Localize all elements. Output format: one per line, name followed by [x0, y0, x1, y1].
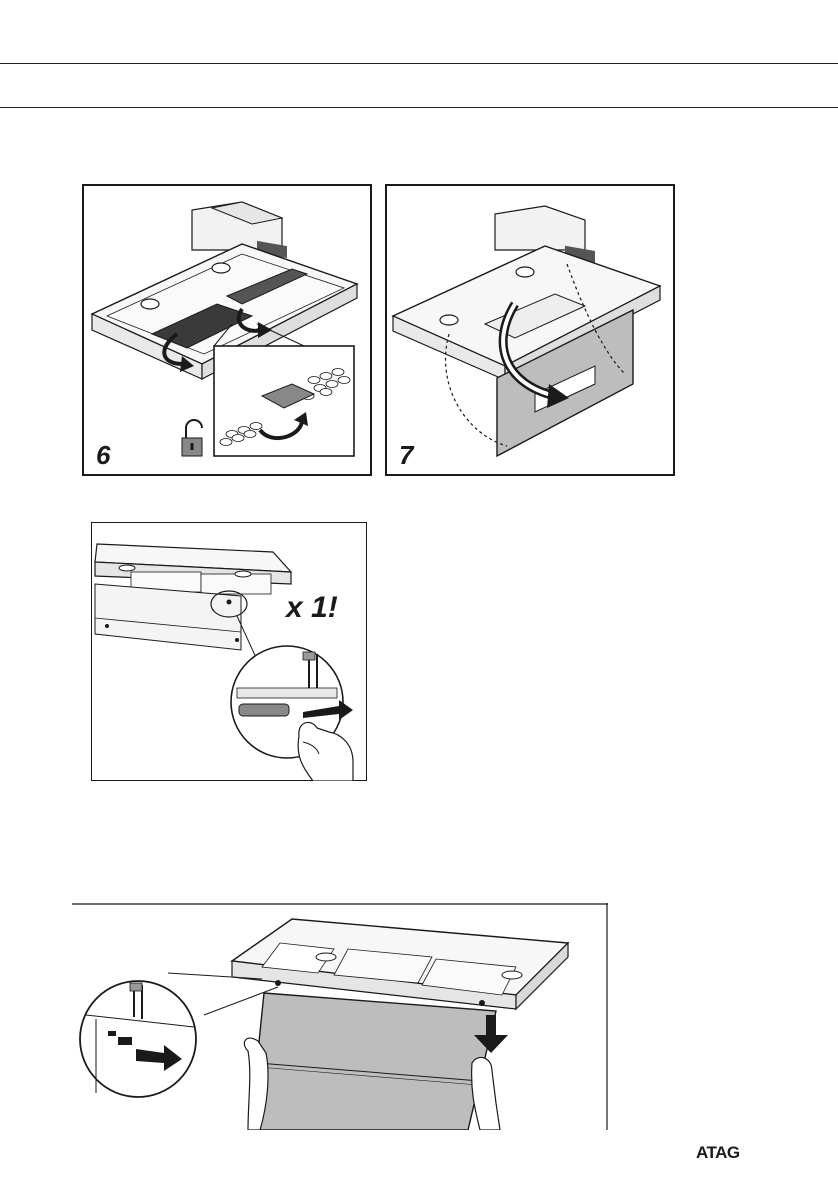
hood-filter-removal-illustration — [82, 184, 372, 476]
step-number-7: 7 — [399, 442, 413, 468]
header-rule-bottom — [0, 107, 838, 108]
header-rule-top — [0, 63, 838, 64]
figure-step-7: 7 — [385, 184, 675, 476]
clip-release-illustration — [91, 522, 367, 781]
hood-panel-swing-illustration — [385, 184, 675, 476]
figure-step-6: 6 — [82, 184, 372, 476]
count-label: x 1! — [286, 593, 338, 623]
brand-logo: ATAG — [696, 1143, 740, 1163]
step-number-6: 6 — [96, 442, 110, 468]
figure-clip-release: x 1! — [91, 522, 367, 781]
panel-removal-illustration — [72, 903, 608, 1130]
figure-panel-removal — [72, 903, 608, 1130]
